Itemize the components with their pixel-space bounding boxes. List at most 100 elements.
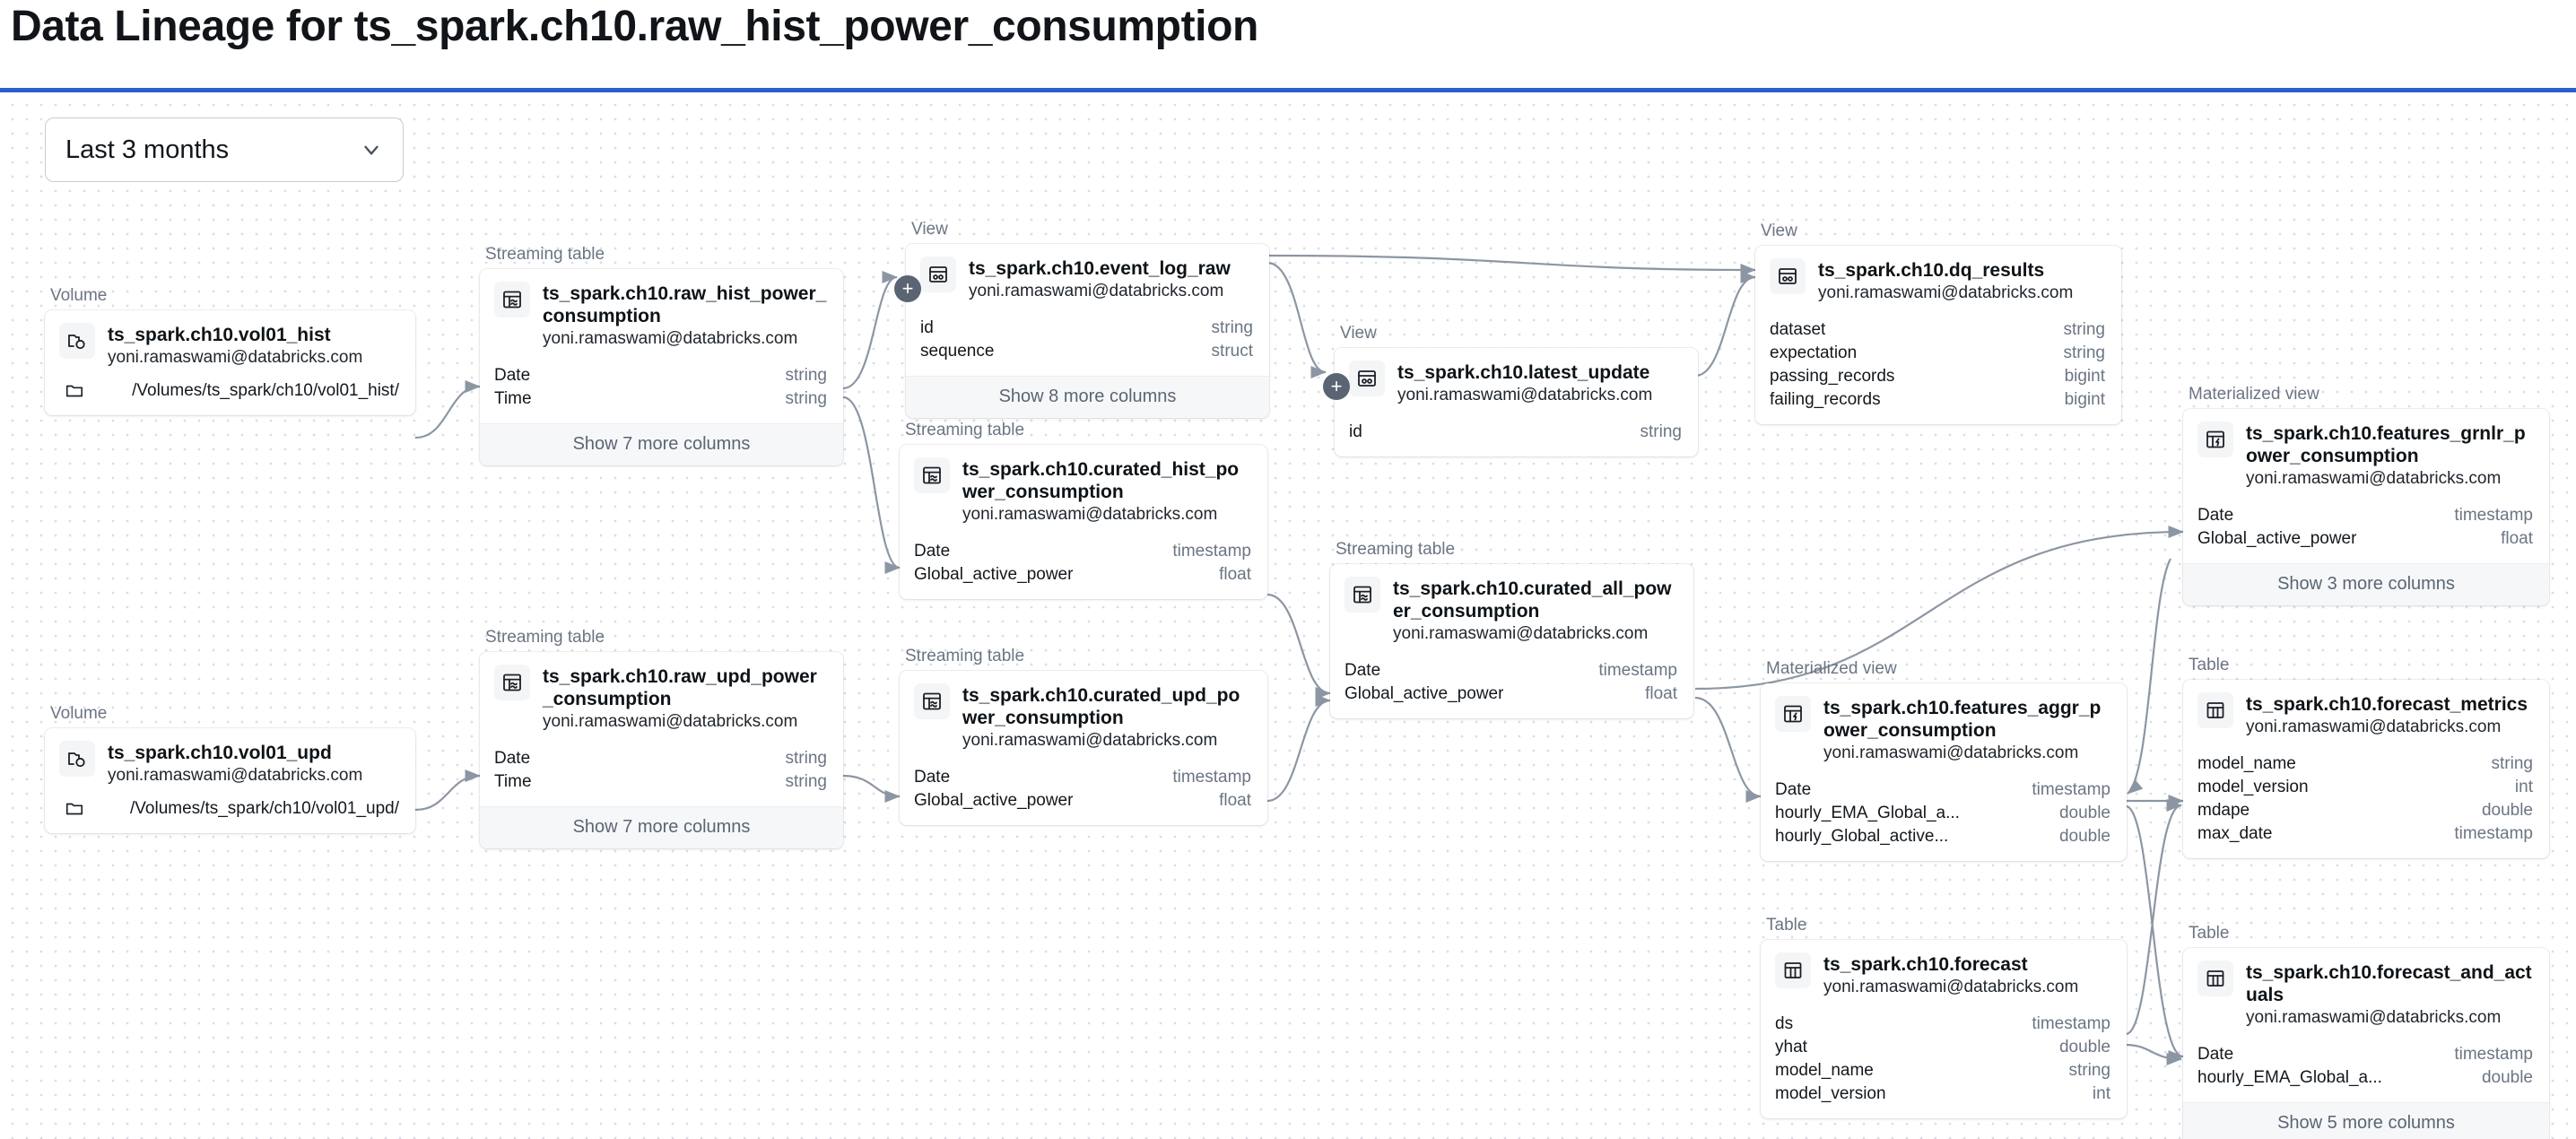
node-name: ts_spark.ch10.curated_hist_power_consump…	[962, 459, 1240, 502]
node-type-label: Table	[2189, 924, 2230, 943]
lineage-node-forecast-metrics[interactable]: Table ts_spark.ch10.forecast_metrics yon…	[2183, 656, 2549, 858]
node-name: ts_spark.ch10.forecast	[1823, 954, 2028, 975]
node-name: ts_spark.ch10.features_aggr_power_consum…	[1823, 698, 2102, 741]
column-name: Date	[914, 768, 951, 787]
lineage-node-dq-results[interactable]: View ts_spark.ch10.dq_results yoni.ramas…	[1755, 222, 2121, 424]
column-name: expectation	[1770, 343, 1858, 362]
show-more-columns-button[interactable]: Show 7 more columns	[480, 423, 843, 465]
node-name: ts_spark.ch10.vol01_upd	[108, 743, 332, 763]
node-type-label: Volume	[50, 704, 108, 723]
lineage-node-vol01-upd[interactable]: Volume ts_spark.ch10.vol01_upd yoni.rama…	[45, 704, 415, 833]
time-range-value: Last 3 months	[65, 135, 230, 164]
column-name: hourly_EMA_Global_a...	[2197, 1068, 2382, 1087]
column-name: model_version	[1775, 1084, 1886, 1103]
column-name: sequence	[920, 342, 995, 361]
lineage-node-vol01-hist[interactable]: Volume ts_spark.ch10.vol01_hist yoni.ram…	[45, 286, 415, 415]
show-more-columns-button[interactable]: Show 7 more columns	[480, 806, 843, 848]
column-name: Global_active_power	[2197, 529, 2357, 548]
column-row: passing_records bigint	[1770, 365, 2105, 388]
lineage-node-raw-upd-power-consumption[interactable]: Streaming table ts_spark.ch10.raw_upd_po…	[480, 628, 843, 848]
show-more-columns-button[interactable]: Show 3 more columns	[2183, 563, 2549, 605]
column-type: double	[2058, 827, 2110, 846]
lineage-node-features-grnlr-power-consumption[interactable]: Materialized view ts_spark.ch10.features…	[2183, 385, 2549, 605]
node-type-label: Table	[1766, 916, 1807, 935]
time-range-select[interactable]: Last 3 months	[45, 117, 404, 182]
volume-path: /Volumes/ts_spark/ch10/vol01_upd/	[130, 799, 399, 818]
column-row: ds timestamp	[1775, 1013, 2110, 1036]
node-owner: yoni.ramaswami@databricks.com	[108, 348, 363, 367]
lineage-node-latest-update[interactable]: View + ts_spark.ch10.latest_update yoni.…	[1323, 324, 1698, 456]
column-type: timestamp	[1172, 768, 1251, 787]
lineage-node-curated-all-power-consumption[interactable]: Streaming table ts_spark.ch10.curated_al…	[1330, 540, 1693, 718]
show-more-columns-button[interactable]: Show 5 more columns	[2183, 1102, 2549, 1139]
column-name: Date	[2197, 506, 2234, 525]
lineage-node-features-aggr-power-consumption[interactable]: Materialized view ts_spark.ch10.features…	[1761, 659, 2127, 861]
lineage-node-curated-upd-power-consumption[interactable]: Streaming table ts_spark.ch10.curated_up…	[900, 647, 1267, 825]
node-owner: yoni.ramaswami@databricks.com	[1818, 283, 2074, 302]
column-name: hourly_EMA_Global_a...	[1775, 804, 1960, 822]
lineage-node-curated-hist-power-consumption[interactable]: Streaming table ts_spark.ch10.curated_hi…	[900, 421, 1267, 599]
volume-cloud-folder-icon	[59, 323, 95, 359]
volume-cloud-folder-icon	[59, 741, 95, 777]
expand-upstream-button[interactable]: +	[894, 275, 921, 302]
column-row: model_name string	[2197, 752, 2533, 776]
column-name: model_name	[2197, 754, 2296, 773]
show-more-columns-button[interactable]: Show 8 more columns	[906, 376, 1269, 418]
node-owner: yoni.ramaswami@databricks.com	[543, 712, 798, 731]
column-row: yhat double	[1775, 1036, 2110, 1059]
node-owner: yoni.ramaswami@databricks.com	[962, 731, 1218, 750]
edge-layer	[414, 254, 2184, 1066]
node-name: ts_spark.ch10.forecast_metrics	[2246, 694, 2528, 715]
column-row: Date timestamp	[914, 540, 1251, 563]
streaming-table-icon	[494, 282, 530, 317]
column-type: timestamp	[2454, 1045, 2533, 1064]
column-type: string	[785, 389, 827, 408]
column-name: ds	[1775, 1014, 1794, 1033]
column-type: int	[2514, 778, 2533, 796]
column-row: hourly_EMA_Global_a... double	[1775, 802, 2110, 825]
column-type: timestamp	[2032, 780, 2110, 799]
column-row: max_date timestamp	[2197, 822, 2533, 846]
column-type: float	[1219, 791, 1251, 810]
expand-upstream-button[interactable]: +	[1323, 373, 1350, 400]
node-name: ts_spark.ch10.curated_upd_power_consumpt…	[962, 685, 1240, 728]
column-name: Global_active_power	[914, 791, 1074, 810]
column-row: id string	[920, 317, 1253, 340]
page-title: Data Lineage for ts_spark.ch10.raw_hist_…	[11, 3, 1258, 50]
node-type-label: Streaming table	[485, 628, 605, 647]
column-name: Global_active_power	[914, 565, 1074, 584]
column-type: double	[2481, 1068, 2533, 1087]
column-row: hourly_EMA_Global_a... double	[2197, 1066, 2533, 1090]
column-row: failing_records bigint	[1770, 388, 2105, 412]
column-name: hourly_Global_active...	[1775, 827, 1949, 846]
table-icon	[2197, 692, 2233, 728]
node-owner: yoni.ramaswami@databricks.com	[543, 329, 798, 348]
column-row: Global_active_power float	[914, 563, 1251, 587]
column-row: Time string	[494, 387, 827, 411]
column-row: Date timestamp	[914, 766, 1251, 789]
volume-path: /Volumes/ts_spark/ch10/vol01_hist/	[132, 381, 399, 400]
column-row: id string	[1349, 421, 1682, 444]
node-type-label: Volume	[50, 286, 108, 305]
table-icon	[2197, 961, 2233, 996]
page-header: Data Lineage for ts_spark.ch10.raw_hist_…	[0, 0, 2576, 92]
node-type-label: Materialized view	[1766, 659, 1897, 678]
folder-icon	[59, 381, 90, 401]
column-row: Date timestamp	[2197, 1043, 2533, 1066]
lineage-graph-canvas[interactable]: Last 3 months Volume ts_spark.ch10.vol01…	[0, 92, 2576, 1139]
view-table-icon	[920, 256, 956, 292]
node-name: ts_spark.ch10.vol01_hist	[108, 325, 331, 345]
node-name: ts_spark.ch10.raw_hist_power_consumption	[543, 283, 827, 326]
lineage-node-raw-hist-power-consumption[interactable]: Streaming table ts_spark.ch10.raw_hist_p…	[480, 245, 843, 465]
node-name: ts_spark.ch10.raw_upd_power_consumption	[543, 666, 817, 709]
column-type: timestamp	[2454, 506, 2533, 525]
node-type-label: View	[1761, 222, 1797, 240]
lineage-node-event-log-raw[interactable]: View + ts_spark.ch10.event_log_raw yoni.…	[894, 220, 1269, 418]
lineage-node-forecast[interactable]: Table ts_spark.ch10.forecast yoni.ramasw…	[1761, 916, 2127, 1118]
node-name: ts_spark.ch10.curated_all_power_consumpt…	[1393, 578, 1672, 622]
node-owner: yoni.ramaswami@databricks.com	[1397, 386, 1653, 404]
node-owner: yoni.ramaswami@databricks.com	[108, 766, 363, 785]
lineage-node-forecast-and-actuals[interactable]: Table ts_spark.ch10.forecast_and_actuals…	[2183, 924, 2549, 1139]
column-type: string	[1211, 318, 1253, 337]
column-row: sequence struct	[920, 340, 1253, 363]
